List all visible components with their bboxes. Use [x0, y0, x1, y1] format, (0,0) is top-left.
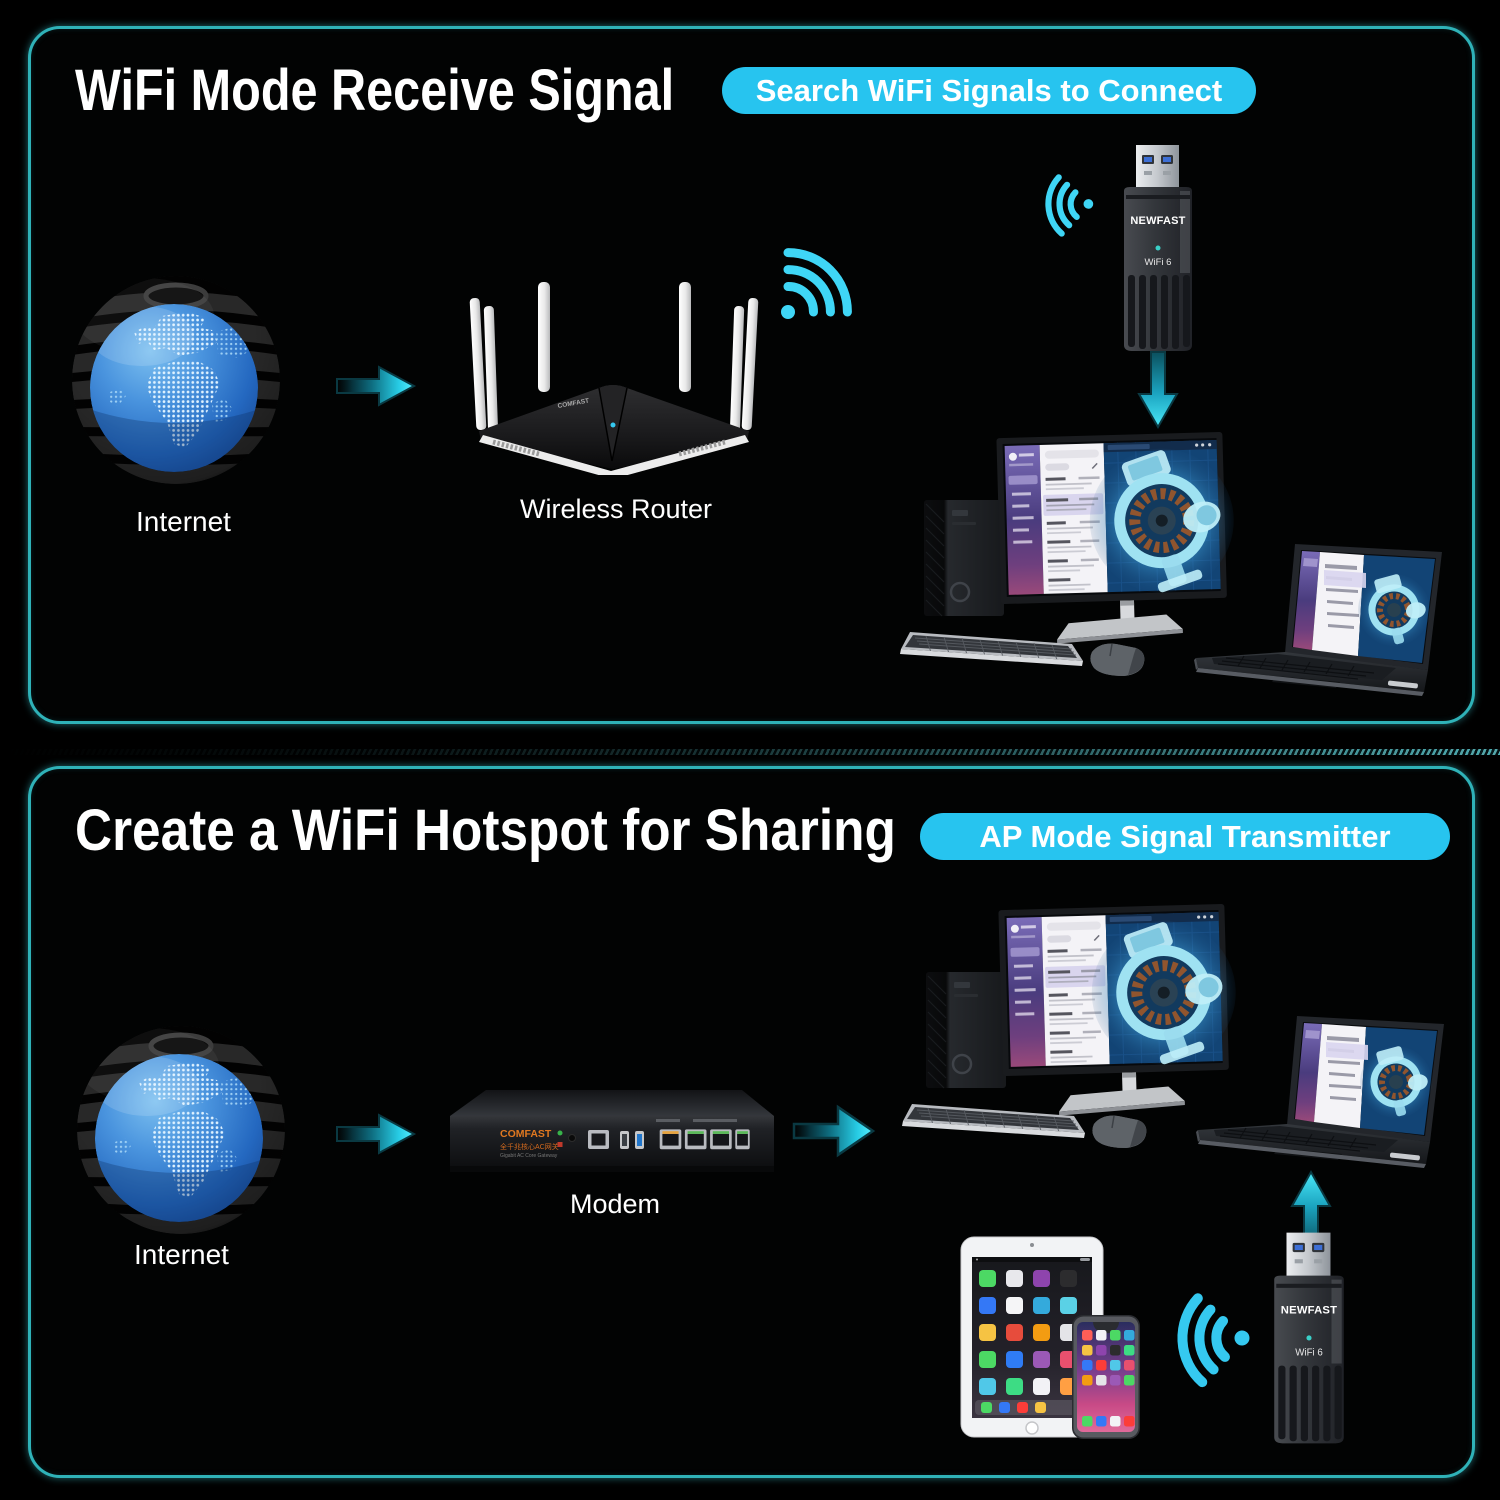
svg-text:NEWFAST: NEWFAST	[1130, 215, 1185, 227]
svg-text:NEWFAST: NEWFAST	[1281, 1304, 1337, 1316]
svg-text:COMFAST: COMFAST	[500, 1128, 552, 1140]
svg-text:Gigabit AC Core Gateway: Gigabit AC Core Gateway	[500, 1153, 558, 1159]
svg-text:WiFi 6: WiFi 6	[1145, 257, 1172, 268]
svg-text:WiFi 6: WiFi 6	[1295, 1347, 1323, 1358]
svg-text:全千兆核心AC网关: 全千兆核心AC网关	[500, 1142, 559, 1151]
